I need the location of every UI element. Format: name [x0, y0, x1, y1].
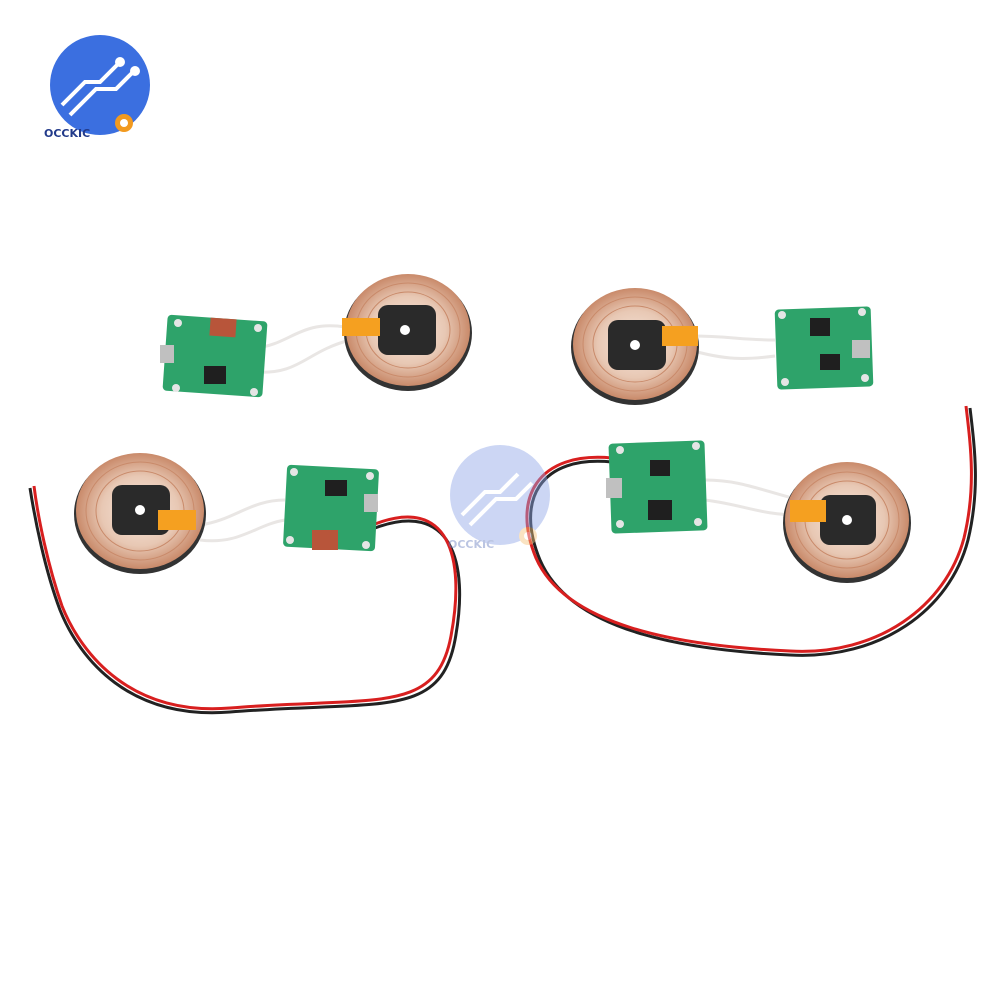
power-cable — [28, 487, 462, 715]
module-set-bottom-right — [525, 405, 977, 657]
coil — [342, 274, 472, 391]
power-cable — [529, 407, 977, 657]
coil — [571, 288, 699, 405]
pcb-board — [606, 440, 708, 534]
module-set-top-right — [571, 288, 874, 405]
module-set-bottom-left — [28, 453, 462, 715]
module-set-top-left — [160, 274, 472, 398]
coil — [74, 453, 206, 574]
pcb-board — [283, 464, 379, 552]
pcb-board — [774, 306, 874, 390]
coil — [783, 462, 911, 583]
watermark-text: OCCKIC — [448, 538, 494, 551]
pcb-board — [160, 314, 268, 398]
circuit-gear-watermark-icon: OCCKIC — [448, 445, 550, 551]
circuit-gear-logo-icon: OCCKIC — [44, 35, 150, 140]
logo-text: OCCKIC — [44, 127, 90, 140]
